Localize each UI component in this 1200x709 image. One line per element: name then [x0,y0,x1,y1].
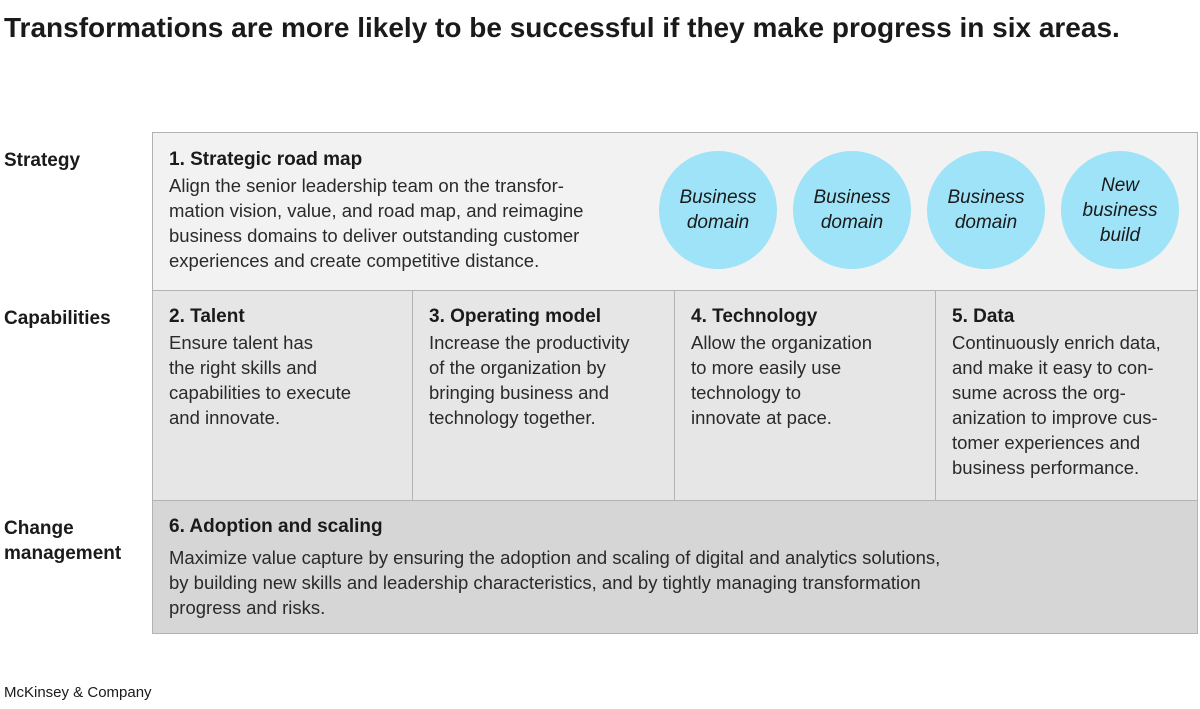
card-heading: 4. Technology [691,306,818,327]
card-heading: 3. Operating model [429,306,602,327]
business-domain-circle: Business domain [793,151,911,269]
body-line: the right skills and [169,357,318,378]
body-line: technology together. [429,407,596,428]
body-line: Allow the organization [691,332,872,353]
talent-box: 2. Talent Ensure talent has the right ski… [152,290,414,502]
body-line: by building new skills and leadership ch… [169,572,921,593]
footer-credit: McKinsey & Company [4,684,152,701]
body-line: Increase the productivity [429,332,630,353]
row-label-strategy: Strategy [4,150,81,171]
body-line: business domains to deliver outstanding … [169,225,580,246]
card-heading: 6. Adoption and scaling [169,516,383,537]
body-line: Continuously enrich data, [952,332,1161,353]
business-domain-circle: Business domain [659,151,777,269]
body-line: capabilities to execute [169,382,352,403]
circle-line: build [1099,224,1141,246]
card-body: Maximize value capture by ensuring the a… [169,545,940,620]
circle-line: New [1100,174,1139,196]
circle-line: domain [954,212,1018,233]
body-line: tomer experiences and [952,432,1141,453]
card-heading: 5. Data [952,306,1015,327]
row-label-capabilities: Capabilities [4,308,111,329]
card-heading: 2. Talent [169,306,245,327]
body-line: progress and risks. [169,597,326,618]
body-line: Align the senior leadership team on the … [169,175,564,196]
circle-line: Business [679,187,757,208]
circle-line: Business [947,187,1025,208]
technology-box: 4. Technology Allow the organization to m… [674,290,937,502]
adoption-scaling-box: 6. Adoption and scaling Maximize value c… [152,500,1198,634]
body-line: mation vision, value, and road map, and … [169,200,584,221]
row-label-line: management [4,543,122,564]
card-body: Align the senior leadership team on the … [169,173,583,273]
new-business-build-circle: New business build [1061,151,1179,269]
circle-line: business [1082,199,1158,221]
body-line: anization to improve cus- [952,407,1158,428]
body-line: innovate at pace. [691,407,832,428]
operating-model-box: 3. Operating model Increase the producti… [412,290,676,502]
card-body: Continuously enrich data, and make it eas… [952,330,1161,480]
body-line: sume across the org- [952,382,1126,403]
page-title: Transformations are more likely to be su… [4,12,1120,43]
data-box: 5. Data Continuously enrich data, and mak… [935,290,1198,502]
card-body: Allow the organization to more easily use… [691,330,872,430]
body-line: technology to [691,382,802,403]
card-body: Increase the productivity of the organiza… [429,330,630,430]
body-line: bringing business and [429,382,609,403]
body-line: Maximize value capture by ensuring the a… [169,547,941,568]
body-line: and innovate. [169,407,281,428]
business-domain-circle: Business domain [927,151,1045,269]
body-line: and make it easy to con- [952,357,1154,378]
circle-line: domain [686,212,750,233]
body-line: business performance. [952,457,1140,478]
body-line: to more easily use [691,357,842,378]
row-label-line: Change [4,518,74,539]
body-line: Ensure talent has [169,332,313,353]
body-line: experiences and create competitive dista… [169,250,540,271]
row-label-change-management: Change management [4,516,121,566]
circle-line: domain [820,212,884,233]
circle-line: Business [813,187,891,208]
card-heading: 1. Strategic road map [169,149,363,170]
body-line: of the organization by [429,357,606,378]
card-body: Ensure talent has the right skills and cap… [169,330,351,430]
